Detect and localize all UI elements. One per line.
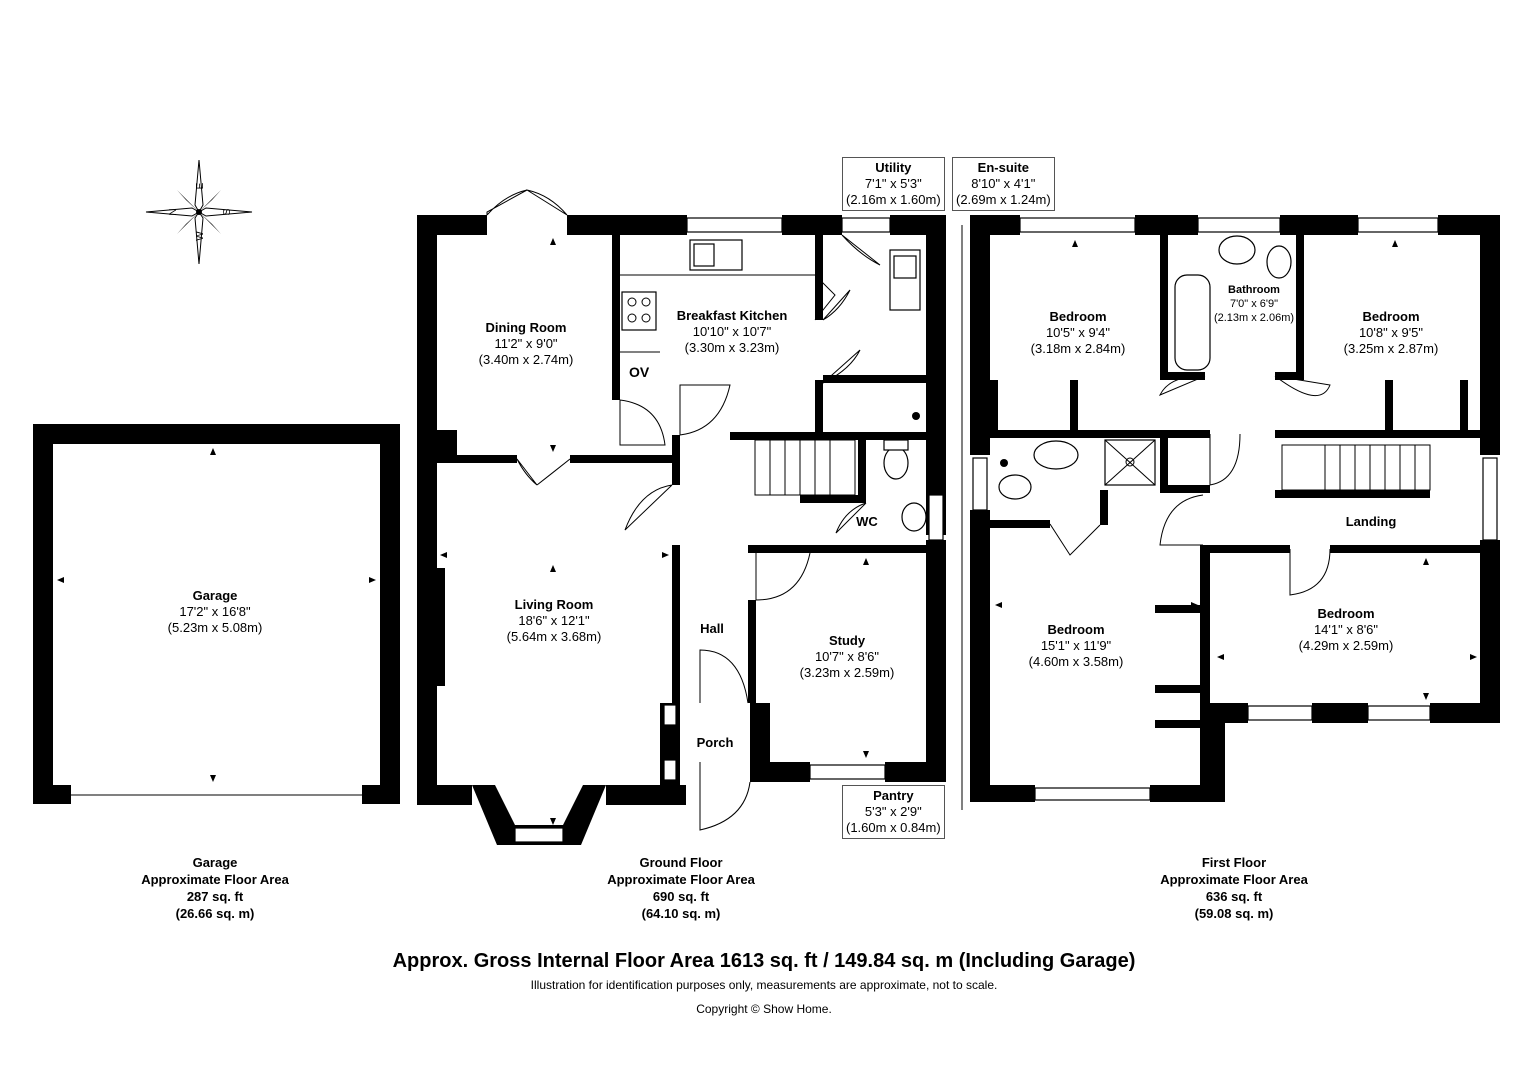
breakfast-kitchen-label: Breakfast Kitchen 10'10" x 10'7" (3.30m … [677, 308, 788, 356]
breakfast-kitchen-metric: (3.30m x 3.23m) [684, 340, 780, 355]
bedroom-2-metric: (3.25m x 2.87m) [1343, 341, 1439, 356]
bedroom-3-imperial: 15'1" x 11'9" [1040, 638, 1112, 653]
garage-metric: (5.23m x 5.08m) [167, 620, 263, 635]
ground-area-sqm: (64.10 sq. m) [641, 906, 721, 921]
gross-floor-area-title: Approx. Gross Internal Floor Area 1613 s… [392, 950, 1136, 972]
compass-south: S [222, 208, 233, 215]
compass-north: N [168, 208, 179, 215]
garage-area-subtitle: Approximate Floor Area [141, 872, 289, 887]
pantry-imperial: 5'3" x 2'9" [864, 804, 922, 819]
utility-imperial: 7'1" x 5'3" [864, 176, 922, 191]
first-area-sqft: 636 sq. ft [1205, 889, 1263, 904]
garage-walls [33, 424, 400, 804]
porch-label: Porch [697, 735, 734, 751]
utility-name: Utility [875, 160, 912, 175]
ground-area-sqft: 690 sq. ft [652, 889, 710, 904]
living-room-metric: (5.64m x 3.68m) [506, 629, 602, 644]
hall-label: Hall [700, 621, 724, 637]
compass-west: W [195, 231, 206, 241]
bathroom-name: Bathroom [1228, 284, 1280, 296]
bathroom-metric: (2.13m x 2.06m) [1213, 312, 1295, 324]
garage-area-title: Garage [192, 855, 238, 870]
study-label: Study 10'7" x 8'6" (3.23m x 2.59m) [800, 633, 895, 681]
bedroom-1-name: Bedroom [1049, 309, 1107, 324]
porch-name: Porch [696, 735, 734, 750]
garage-floor-area: Garage Approximate Floor Area 287 sq. ft… [141, 854, 289, 922]
wc-name: WC [856, 514, 878, 529]
bedroom-1-metric: (3.18m x 2.84m) [1030, 341, 1126, 356]
bathroom-label: Bathroom 7'0" x 6'9" (2.13m x 2.06m) [1214, 283, 1294, 325]
bedroom-4-label: Bedroom 14'1" x 8'6" (4.29m x 2.59m) [1299, 606, 1394, 654]
first-floor-walls [970, 215, 1500, 802]
bedroom-3-name: Bedroom [1047, 622, 1105, 637]
oven-label: OV [629, 364, 650, 380]
bedroom-1-label: Bedroom 10'5" x 9'4" (3.18m x 2.84m) [1031, 309, 1126, 357]
study-name: Study [828, 633, 866, 648]
ground-area-title: Ground Floor [639, 855, 723, 870]
dimension-markers [57, 238, 1477, 825]
bedroom-4-metric: (4.29m x 2.59m) [1298, 638, 1394, 653]
first-area-title: First Floor [1201, 855, 1267, 870]
dining-room-metric: (3.40m x 2.74m) [478, 352, 574, 367]
garage-name: Garage [192, 588, 238, 603]
landing-label: Landing [1346, 514, 1397, 530]
ground-floor-doors [486, 189, 881, 831]
copyright-text: Copyright © Show Home. [696, 1002, 832, 1016]
wc-label: WC [856, 514, 878, 530]
ground-floor-windows [472, 217, 944, 845]
first-area-subtitle: Approximate Floor Area [1160, 872, 1308, 887]
bedroom-3-metric: (4.60m x 3.58m) [1028, 654, 1124, 669]
bedroom-4-imperial: 14'1" x 8'6" [1313, 622, 1379, 637]
compass-east: E [195, 182, 206, 189]
landing-name: Landing [1345, 514, 1397, 529]
ensuite-tag: En-suite 8'10" x 4'1" (2.69m x 1.24m) [952, 157, 1055, 211]
utility-tag: Utility 7'1" x 5'3" (2.16m x 1.60m) [842, 157, 945, 211]
living-room-label: Living Room 18'6" x 12'1" (5.64m x 3.68m… [507, 597, 602, 645]
breakfast-kitchen-imperial: 10'10" x 10'7" [692, 324, 772, 339]
ensuite-metric: (2.69m x 1.24m) [956, 192, 1051, 207]
dining-room-label: Dining Room 11'2" x 9'0" (3.40m x 2.74m) [479, 320, 574, 368]
garage-area-sqft: 287 sq. ft [186, 889, 244, 904]
first-floor-windows [972, 217, 1498, 801]
garage-imperial: 17'2" x 16'8" [179, 604, 251, 619]
bedroom-1-imperial: 10'5" x 9'4" [1045, 325, 1111, 340]
disclaimer-text: Illustration for identification purposes… [530, 978, 998, 992]
bathroom-imperial: 7'0" x 6'9" [1229, 298, 1279, 310]
ground-area-subtitle: Approximate Floor Area [607, 872, 755, 887]
kitchen-fixtures [620, 239, 927, 532]
study-metric: (3.23m x 2.59m) [799, 665, 895, 680]
dining-room-name: Dining Room [485, 320, 567, 335]
ground-floor-walls [417, 215, 946, 805]
breakfast-kitchen-name: Breakfast Kitchen [676, 308, 788, 323]
study-imperial: 10'7" x 8'6" [814, 649, 880, 664]
compass-icon: N E S W [145, 159, 253, 265]
bedroom-2-label: Bedroom 10'8" x 9'5" (3.25m x 2.87m) [1344, 309, 1439, 357]
hall-name: Hall [700, 621, 724, 636]
bedroom-4-name: Bedroom [1317, 606, 1375, 621]
dining-room-imperial: 11'2" x 9'0" [494, 336, 558, 351]
ground-floor-area: Ground Floor Approximate Floor Area 690 … [607, 854, 755, 922]
first-floor-area: First Floor Approximate Floor Area 636 s… [1160, 854, 1308, 922]
garage-area-sqm: (26.66 sq. m) [175, 906, 255, 921]
pantry-name: Pantry [873, 788, 914, 803]
first-area-sqm: (59.08 sq. m) [1194, 906, 1274, 921]
ensuite-imperial: 8'10" x 4'1" [971, 176, 1036, 191]
pantry-tag: Pantry 5'3" x 2'9" (1.60m x 0.84m) [842, 785, 945, 839]
bedroom-2-imperial: 10'8" x 9'5" [1358, 325, 1424, 340]
first-floor-fixtures [961, 225, 1431, 810]
ensuite-name: En-suite [977, 160, 1029, 175]
living-room-imperial: 18'6" x 12'1" [518, 613, 590, 628]
garage-label: Garage 17'2" x 16'8" (5.23m x 5.08m) [168, 588, 263, 636]
utility-metric: (2.16m x 1.60m) [846, 192, 941, 207]
bedroom-2-name: Bedroom [1362, 309, 1420, 324]
living-room-name: Living Room [514, 597, 594, 612]
bedroom-3-label: Bedroom 15'1" x 11'9" (4.60m x 3.58m) [1029, 622, 1124, 670]
pantry-metric: (1.60m x 0.84m) [846, 820, 941, 835]
